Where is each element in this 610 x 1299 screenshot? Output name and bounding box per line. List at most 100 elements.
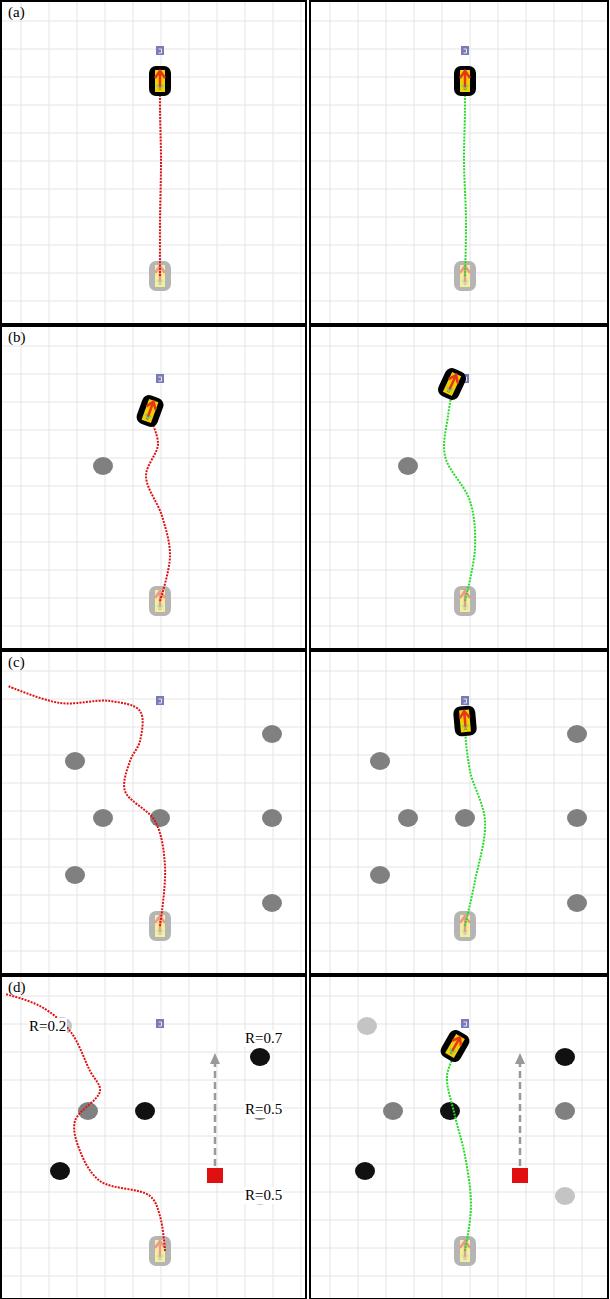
robot-body [438,1028,472,1065]
robot-marker [462,85,468,89]
panel-border [1,976,306,1299]
panel [310,976,608,1299]
panel-border [1,651,306,974]
obstacle [383,1102,403,1120]
obstacle [250,1048,270,1066]
goal-marker [156,46,164,55]
robot-marker [144,414,151,420]
goal-glyph [464,1022,467,1026]
panel-border [310,326,608,649]
obstacle [93,457,113,475]
grid-line [1,374,306,375]
grid-line [1,301,306,302]
grid-line [1,951,306,952]
grid-line [310,486,608,487]
robot-body [135,393,166,429]
trajectory [464,89,466,276]
robot-heading [460,71,470,90]
robot-heading [444,373,461,394]
grid-line [310,1080,608,1081]
obstacle [398,457,418,475]
obstacle [355,1162,375,1180]
grid-line [1,189,306,190]
grid-line [310,1164,608,1165]
grid-line [310,189,608,190]
robot-start [149,1236,171,1266]
obstacle [567,809,587,827]
trajectory [444,392,475,601]
grid-line [310,49,608,50]
grid-line [1,1276,306,1277]
goal-glyph [159,1022,162,1026]
grid-line [310,217,608,218]
panel-border [310,976,608,1299]
robot-panel [155,70,165,92]
robot-body [149,1236,171,1266]
panel-letter: (c) [8,654,25,671]
robot-marker [157,1255,163,1259]
grid-line [310,951,608,952]
grid-line [310,839,608,840]
robot-marker [157,85,163,89]
robot-panel [443,372,461,396]
grid-line [1,217,306,218]
goal-glyph [464,49,467,53]
grid-line [310,1276,608,1277]
grid-line [310,458,608,459]
goal-marker [461,1019,469,1028]
grid-line [310,301,608,302]
robot-body [454,66,476,96]
trajectory [5,994,165,1251]
panel [1,326,306,649]
radius-label: R=0.7 [244,1030,283,1047]
grid-line [1,542,306,543]
robot-marker [448,1048,455,1054]
grid-line [1,1220,306,1221]
grid-line [1,430,306,431]
robot-heading [155,71,165,90]
grid-line [310,430,608,431]
robot-final [454,66,476,96]
grid-line [1,486,306,487]
goal-marker [156,696,164,705]
robot-final [135,393,166,429]
grid-line [310,996,608,997]
grid-line [310,895,608,896]
obstacle [65,866,85,884]
robot-marker [462,280,468,284]
grid-line [310,161,608,162]
panel-border [310,1,608,324]
trajectory [146,418,170,601]
panel [310,326,608,649]
grid-line [310,1220,608,1221]
grid-line [310,514,608,515]
obstacle [262,725,282,743]
grid-line [310,783,608,784]
robot-marker [462,725,468,730]
grid-line [310,402,608,403]
obstacle [398,809,418,827]
robot-panel [460,70,470,92]
grid-line [1,996,306,997]
robot-body [436,366,469,402]
robot-heading [142,400,158,421]
obstacle [262,894,282,912]
goal-glyph [159,377,162,381]
goal-glyph [464,699,467,703]
robot-marker [157,930,163,934]
dynamic-obstacle [512,1168,528,1183]
grid-line [310,21,608,22]
robot-marker [462,605,468,609]
grid-line [310,755,608,756]
grid-line [310,1136,608,1137]
grid-line [1,21,306,22]
motion-arrow [214,1058,217,1166]
robot-marker [157,605,163,609]
goal-marker [461,46,469,55]
robot-marker [446,386,453,392]
panel-border [1,326,306,649]
goal-marker [156,374,164,383]
obstacle [555,1187,575,1205]
robot-marker [462,930,468,934]
